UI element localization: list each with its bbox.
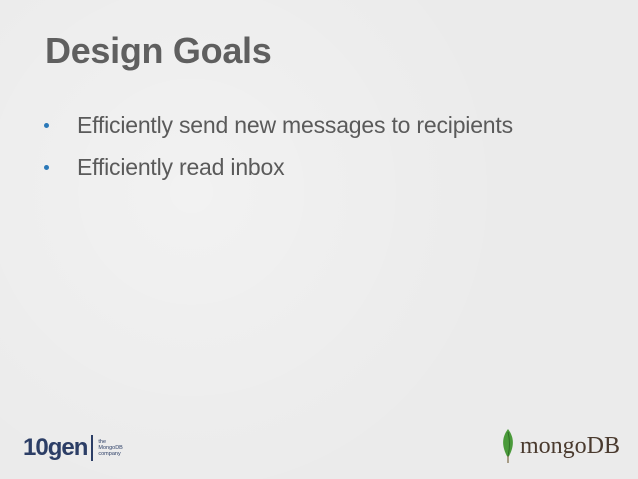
slide-title: Design Goals xyxy=(45,30,272,71)
bullet-item: Efficiently read inbox xyxy=(43,146,513,188)
leaf-icon xyxy=(503,429,513,463)
bullet-dot-icon xyxy=(44,164,49,170)
mongodb-wordmark: mongoDB xyxy=(520,432,621,459)
tengen-tagline-line: MongoDB xyxy=(98,445,123,451)
tengen-logo: 10gen the MongoDB company xyxy=(23,432,123,464)
bullet-text: Efficiently send new messages to recipie… xyxy=(77,111,513,138)
bullet-text: Efficiently read inbox xyxy=(77,153,285,180)
tengen-wordmark: 10gen xyxy=(23,434,88,461)
mongodb-logo: mongoDB xyxy=(500,426,620,466)
tengen-tagline-line: company xyxy=(98,451,121,457)
tengen-logo-divider xyxy=(91,435,94,461)
tengen-tagline: the MongoDB company xyxy=(98,439,122,457)
bullet-item: Efficiently send new messages to recipie… xyxy=(43,104,513,146)
tengen-tagline-line: the xyxy=(98,439,107,445)
bullet-dot-icon xyxy=(44,122,49,128)
bullet-list: Efficiently send new messages to recipie… xyxy=(43,104,513,188)
